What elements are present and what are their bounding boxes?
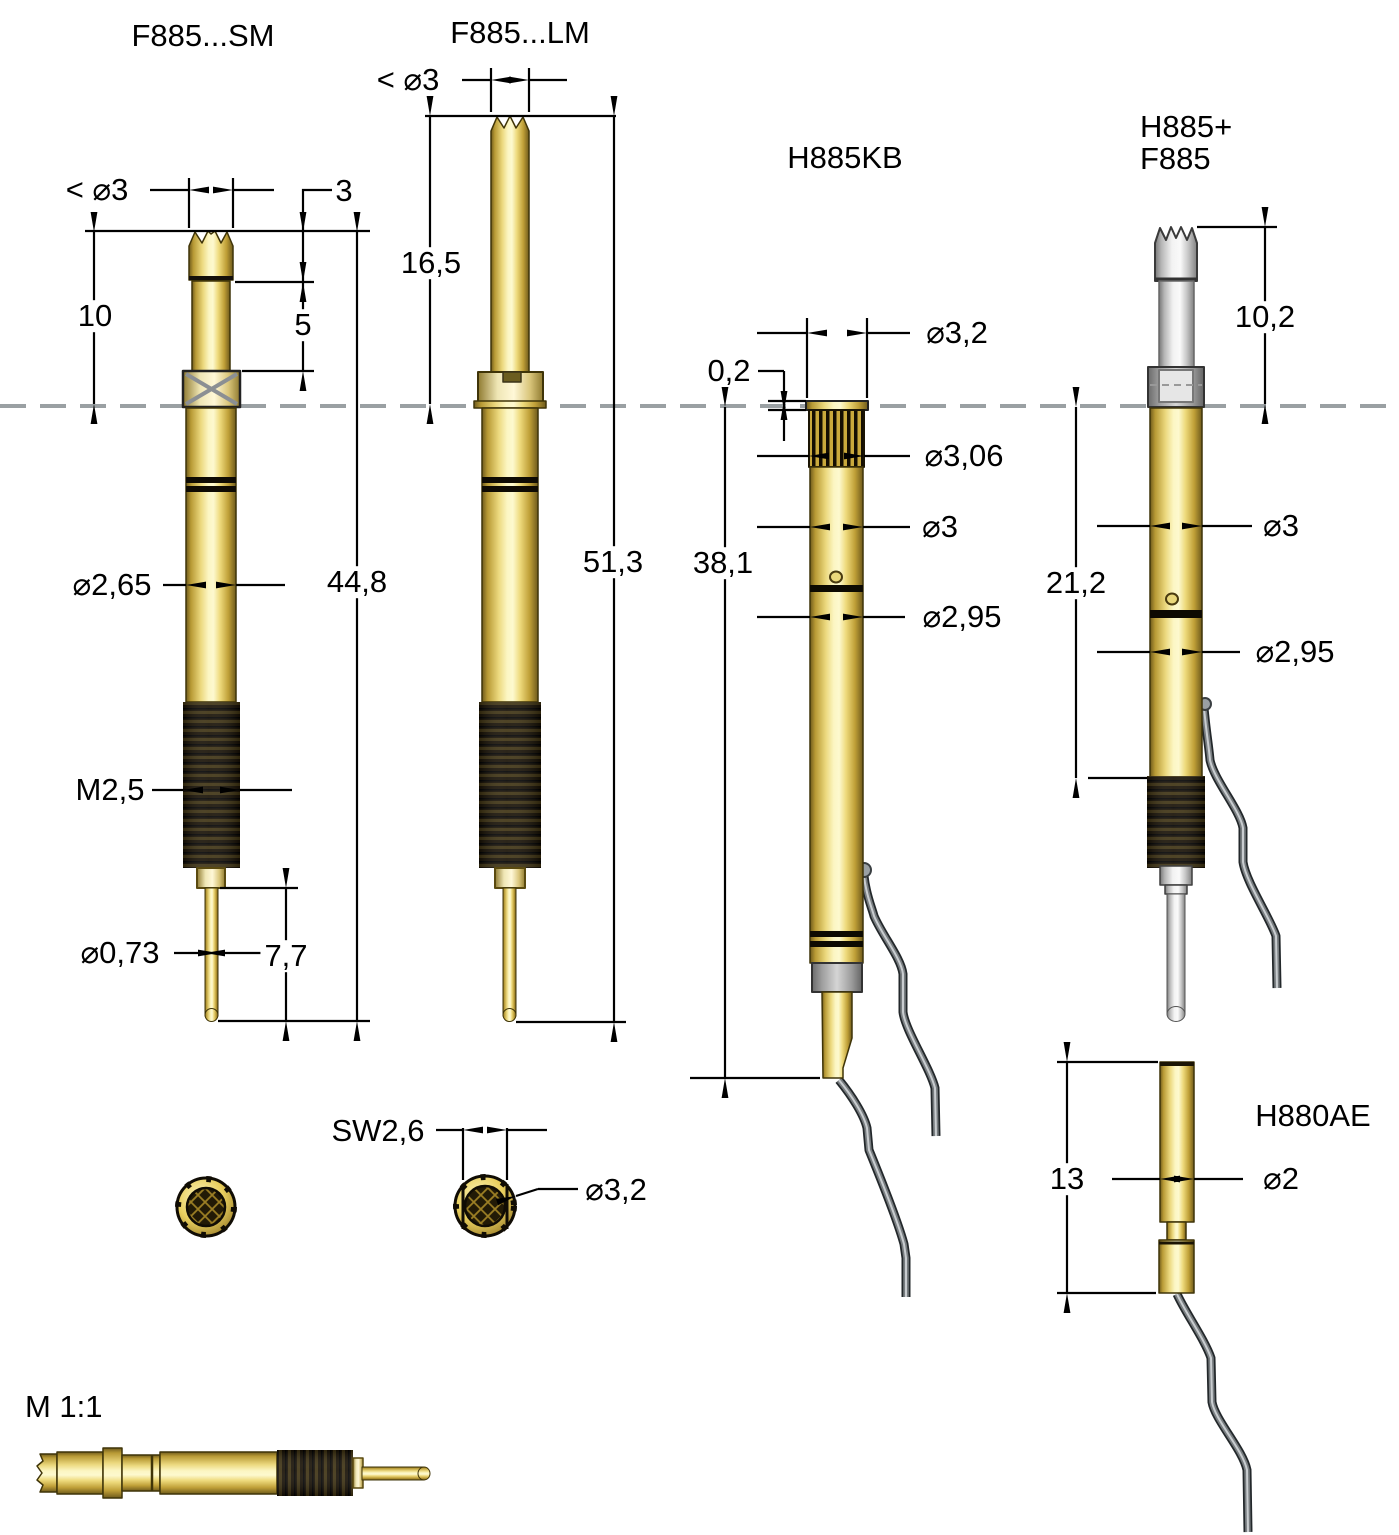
dim-label-total-length-f885sm: 44,8 [322,566,392,598]
dim-label-depth-h885: 21,2 [1041,567,1111,599]
dim-label-lower-diameter-h885: ⌀2,95 [1255,634,1335,670]
probe-title-f885lm: F885...LM [450,15,590,51]
dim-label-total-length-h885kb: 38,1 [688,547,758,579]
dim-label-tip-diameter-f885sm: < ⌀3 [65,172,129,208]
probe-title-h885-line1: H885+ [1140,109,1233,145]
dim-label-flange-diameter-h885kb: ⌀3,2 [926,315,988,351]
scale-note: M 1:1 [25,1389,103,1425]
dimension-lines [85,68,1277,1313]
head-cross-section-right [453,1174,517,1238]
dim-label-shaft-length-f885sm: 5 [290,309,316,341]
probe-h885kb-drawing [805,400,869,1079]
h885kb-side-wire [856,862,941,1137]
h885-f885-side-wire [1198,697,1282,989]
probe-title-h885kb: H885KB [787,140,903,176]
dim-label-total-length-f885lm: 51,3 [578,546,648,578]
probe-f885sm-drawing [181,230,242,1022]
dim-label-lower-diameter-h885kb: ⌀2,95 [922,599,1002,635]
dim-label-thread-f885sm: M2,5 [75,772,145,808]
h885kb-tip-wire [835,1077,911,1297]
probe-title-h885-line2: F885 [1140,141,1211,177]
probe-h885-f885-drawing [1147,226,1205,1022]
dim-label-head-length-f885sm: 3 [335,173,353,209]
dim-label-tip-rod-diameter-f885sm: ⌀0,73 [80,935,160,971]
dim-label-lip-h885kb: 0,2 [707,353,751,389]
dim-label-above-plate-f885sm: 10 [73,300,117,332]
dim-label-tip-rod-length-f885sm: 7,7 [260,940,312,972]
wire-wrap-leads [835,697,1282,1533]
dim-label-diameter-h880ae: ⌀2 [1263,1161,1299,1197]
probe-h880ae-drawing [1158,1061,1195,1294]
dim-label-above-plate-f885lm: 16,5 [396,247,466,279]
probe-f885lm-drawing [473,115,547,1022]
dim-label-wrench-size: SW2,6 [331,1113,425,1149]
h880ae-wire [1172,1292,1253,1533]
probe-actual-size-drawing [36,1447,431,1499]
dim-label-body-diameter-h885: ⌀3 [1263,508,1299,544]
probe-title-f885sm: F885...SM [131,18,275,54]
dim-label-length-h880ae: 13 [1045,1163,1089,1195]
probe-title-h880ae: H880AE [1255,1098,1371,1134]
dim-label-body-diameter-h885kb: ⌀3 [922,509,958,545]
dim-label-knurl-diameter-h885kb: ⌀3,06 [924,438,1004,474]
dim-label-section-outer-diameter: ⌀3,2 [585,1172,647,1208]
head-cross-section-left [175,1176,237,1238]
dim-label-barrel-diameter-f885sm: ⌀2,65 [72,567,152,603]
dim-label-plunger-height-h885: 10,2 [1230,301,1300,333]
dim-label-tip-diameter-f885lm: < ⌀3 [376,62,440,98]
